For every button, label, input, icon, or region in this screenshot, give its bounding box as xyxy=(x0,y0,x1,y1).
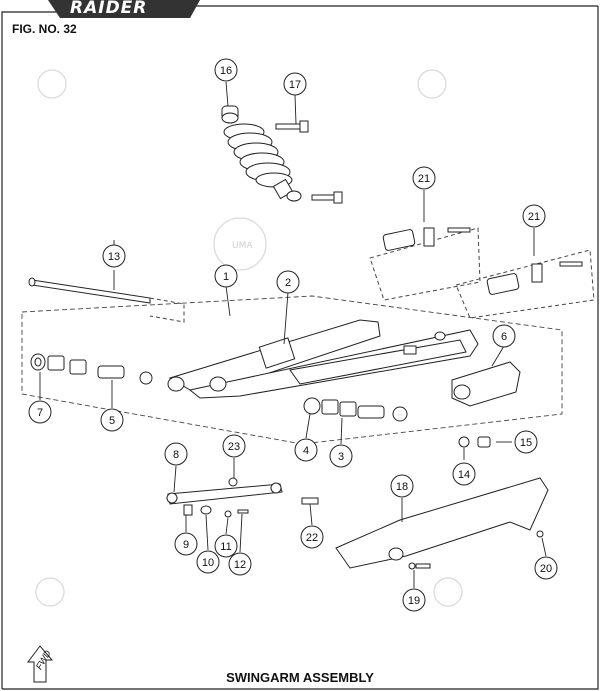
callout-number: 10 xyxy=(202,557,214,569)
callout-15: 15 xyxy=(514,430,538,454)
pivot-bushes-left xyxy=(30,353,153,385)
watermark xyxy=(37,69,67,99)
callout-9: 9 xyxy=(174,532,198,556)
callout-16: 16 xyxy=(214,58,238,82)
diagram-caption: SWINGARM ASSEMBLY xyxy=(226,670,374,685)
callout-2: 2 xyxy=(276,270,300,294)
callout-22: 22 xyxy=(300,525,324,549)
callout-7: 7 xyxy=(28,400,52,424)
callout-11: 11 xyxy=(214,534,238,558)
pivot-bushes-right xyxy=(303,397,408,422)
callout-1: 1 xyxy=(214,264,238,288)
callout-17: 17 xyxy=(283,72,307,96)
shock-bottom-eye xyxy=(286,190,302,202)
callout-20: 20 xyxy=(534,556,558,580)
callout-number: 17 xyxy=(289,79,301,91)
callout-number: 16 xyxy=(220,65,232,77)
frame-border xyxy=(1,11,190,689)
swingarm-frame xyxy=(167,319,479,399)
callout-number: 9 xyxy=(183,539,189,551)
callout-number: 6 xyxy=(501,331,507,343)
callout-number: 23 xyxy=(228,441,240,453)
callout-14: 14 xyxy=(452,462,476,486)
callout-number: 3 xyxy=(338,451,344,463)
callout-4: 4 xyxy=(294,438,318,462)
watermark-group xyxy=(35,69,463,607)
chain-adjuster xyxy=(451,361,521,407)
callout-number: 7 xyxy=(37,407,43,419)
leader-lines xyxy=(39,81,547,588)
watermark-text: UMA xyxy=(232,241,253,251)
callout-number: 2 xyxy=(285,277,291,289)
brand-logo-text: RAIDER xyxy=(70,0,148,18)
leader-dashed xyxy=(149,297,185,323)
callout-number: 21 xyxy=(418,173,430,185)
torque-link-assembly xyxy=(166,477,319,518)
brand-logo xyxy=(48,0,200,18)
callout-number: 8 xyxy=(173,449,179,461)
callout-5: 5 xyxy=(100,408,124,432)
callout-21: 21 xyxy=(412,166,436,190)
callout-number: 1 xyxy=(223,271,229,283)
figure-number: FIG. NO. 32 xyxy=(12,22,77,36)
shock-bolt xyxy=(275,120,343,204)
callout-number: 13 xyxy=(108,251,120,263)
callout-number: 4 xyxy=(303,445,309,457)
callouts: 16 17 21 21 13 1 2 6 7 5 4 3 8 23 14 15 … xyxy=(28,58,558,612)
callout-number: 15 xyxy=(520,437,532,449)
callout-number: 12 xyxy=(234,559,246,571)
watermark xyxy=(433,577,463,607)
assembly-outline xyxy=(21,295,563,445)
adjuster-kit xyxy=(369,227,595,319)
shock-top-eye xyxy=(221,112,239,124)
callout-23: 23 xyxy=(222,434,246,458)
callout-12: 12 xyxy=(228,552,252,576)
callout-number: 20 xyxy=(540,563,552,575)
callout-number: 14 xyxy=(458,469,470,481)
swingarm-pivot-shaft xyxy=(28,277,151,304)
callout-number: 11 xyxy=(220,541,231,553)
shock-absorber xyxy=(221,105,302,202)
chain-guard xyxy=(335,477,549,570)
callout-number: 19 xyxy=(408,595,420,607)
callout-18: 18 xyxy=(390,474,414,498)
callout-13: 13 xyxy=(102,244,126,268)
watermark xyxy=(35,577,65,607)
callout-number: 5 xyxy=(109,415,115,427)
callout-21b: 21 xyxy=(522,204,546,228)
callout-8: 8 xyxy=(164,442,188,466)
frame-border-right xyxy=(2,6,599,690)
callout-10: 10 xyxy=(196,550,220,574)
callout-19: 19 xyxy=(402,588,426,612)
watermark xyxy=(417,69,447,99)
callout-6: 6 xyxy=(492,324,516,348)
watermark xyxy=(213,217,267,271)
callout-number: 18 xyxy=(396,481,408,493)
washer-nut xyxy=(458,436,491,448)
callout-number: 22 xyxy=(306,532,318,544)
callout-number: 21 xyxy=(528,211,540,223)
callout-3: 3 xyxy=(329,444,353,468)
